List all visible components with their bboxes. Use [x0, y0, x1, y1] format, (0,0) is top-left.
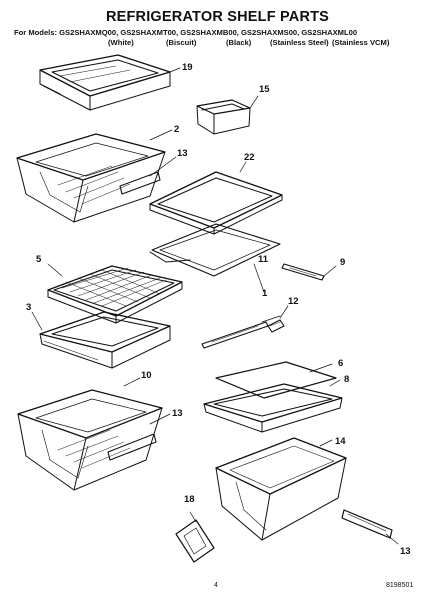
page-number: 4: [214, 582, 218, 589]
callout-13-upper: 13: [177, 148, 188, 159]
callout-1: 1: [262, 288, 268, 299]
part-2-crisper-drawer: [17, 130, 176, 222]
part-22-glass-shelf: [150, 162, 282, 234]
part-15-small-bin: [197, 96, 258, 134]
part-19-glass-shelf: [40, 55, 180, 110]
page-title: REFRIGERATOR SHELF PARTS: [105, 9, 330, 25]
part-6-glass-shelf: [216, 362, 336, 398]
part-1-shelf-frame: [150, 224, 280, 292]
callout-14: 14: [335, 436, 346, 447]
part-10-crisper-drawer: [18, 378, 170, 490]
callout-3: 3: [26, 302, 32, 313]
callout-6: 6: [338, 358, 344, 369]
models-line: For Models: GS2SHAXMQ00, GS2SHAXMT00, GS…: [14, 28, 358, 37]
part-11-shelf-rail: [202, 316, 280, 348]
part-18-label-holder: [176, 512, 214, 562]
callout-13-lower: 13: [172, 408, 183, 419]
part-3-cover-frame: [32, 312, 170, 368]
part-9-shelf-rail: [282, 264, 336, 280]
color-biscuit: (Biscuit): [166, 38, 197, 47]
color-stainless-steel: (Stainless Steel): [270, 38, 329, 47]
color-stainless-vcm: (Stainless VCM): [332, 38, 390, 47]
part-13-drawer-handle: [342, 510, 398, 544]
callout-8: 8: [344, 374, 350, 385]
callout-15: 15: [259, 84, 270, 95]
part-14-deep-drawer: [216, 438, 346, 540]
callout-2: 2: [174, 124, 180, 135]
callout-5: 5: [36, 254, 42, 265]
part-8-shelf-frame: [204, 380, 342, 432]
callout-22: 22: [244, 152, 255, 163]
color-black: (Black): [226, 38, 252, 47]
callout-11: 11: [258, 254, 269, 265]
color-white: (White): [108, 38, 134, 47]
callout-18: 18: [184, 494, 195, 505]
callout-10: 10: [141, 370, 152, 381]
callout-12: 12: [288, 296, 299, 307]
callout-9: 9: [340, 257, 346, 268]
callout-13-handle: 13: [400, 546, 411, 557]
part-12-bracket: [268, 306, 288, 332]
document-number: 8198501: [386, 582, 414, 589]
part-5-crisper-cover: [48, 264, 182, 323]
callout-19: 19: [182, 62, 193, 73]
